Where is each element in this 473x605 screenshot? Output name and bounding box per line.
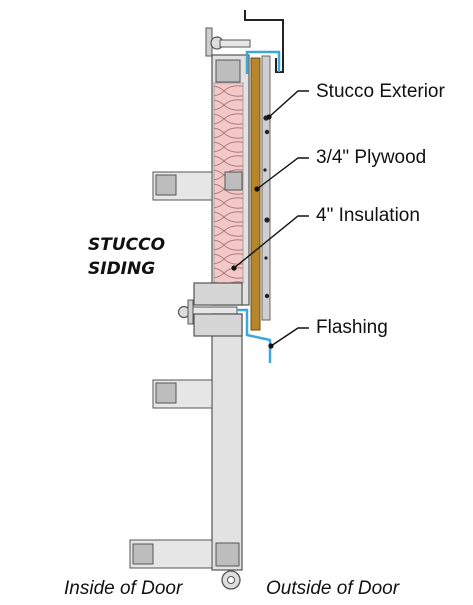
leader-lines (233, 90, 309, 347)
stucco-layer (261, 55, 271, 321)
top-hinge-bracket (205, 27, 251, 57)
plywood-layer (250, 57, 261, 331)
top-rail-box (215, 59, 241, 83)
strut-1 (152, 171, 243, 201)
top-flashing (245, 50, 281, 74)
title-line-2: SIDING (88, 259, 156, 279)
label-stucco-exterior: Stucco Exterior (316, 81, 445, 102)
upper-bottom-rail (193, 282, 243, 306)
leader-plywood (256, 157, 309, 190)
footer-inside: Inside of Door (64, 578, 183, 599)
leader-insulation (233, 215, 309, 269)
strut-2 (152, 379, 213, 409)
bottom-roller (221, 570, 241, 590)
leader-dots (231, 114, 274, 349)
center-hinge (177, 299, 238, 325)
top-hook-cable (244, 10, 284, 73)
strut-3 (129, 539, 240, 569)
label-plywood: 3/4" Plywood (316, 147, 427, 168)
leader-flashing (270, 327, 309, 347)
title-line-1: STUCCO (88, 235, 166, 255)
lower-top-rail (193, 313, 243, 337)
label-flashing: Flashing (316, 317, 388, 338)
leader-stucco-exterior (268, 90, 309, 118)
lower-panel-frame (211, 313, 243, 571)
footer-outside: Outside of Door (266, 578, 400, 599)
label-insulation: 4" Insulation (316, 205, 420, 226)
